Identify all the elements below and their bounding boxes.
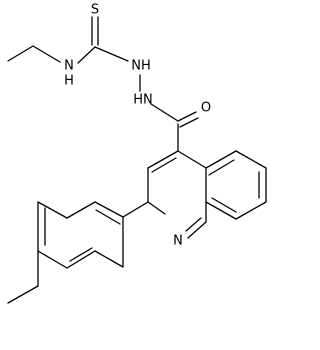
thiourea-bonds: [77, 16, 129, 64]
carbonyl-oxygen-label: O: [201, 101, 211, 116]
sulfur-atom-label: S: [91, 3, 99, 18]
carbonyl-bonds: [177, 111, 199, 152]
amine-h-atom-label: H: [64, 74, 74, 89]
phenyl-ring: [37, 201, 124, 269]
amine-n-atom-label: N: [64, 59, 74, 74]
quinoline-nitrogen-label: N: [173, 234, 183, 249]
pyridine-ring: [147, 150, 207, 239]
structure-drawing: S N H NH HN O N: [7, 3, 267, 304]
hydrazine-nh-lower-label: HN: [133, 93, 153, 108]
molecule-diagram: S N H NH HN O N: [7, 2, 267, 304]
hydrazine-nh-upper-label: NH: [131, 59, 151, 74]
ethyl-group-top: [7, 45, 61, 63]
ethyl-group-bottom: [7, 250, 39, 304]
benzo-ring: [205, 150, 267, 220]
hydrazide-bonds: [139, 74, 179, 122]
biaryl-bond: [122, 201, 149, 218]
